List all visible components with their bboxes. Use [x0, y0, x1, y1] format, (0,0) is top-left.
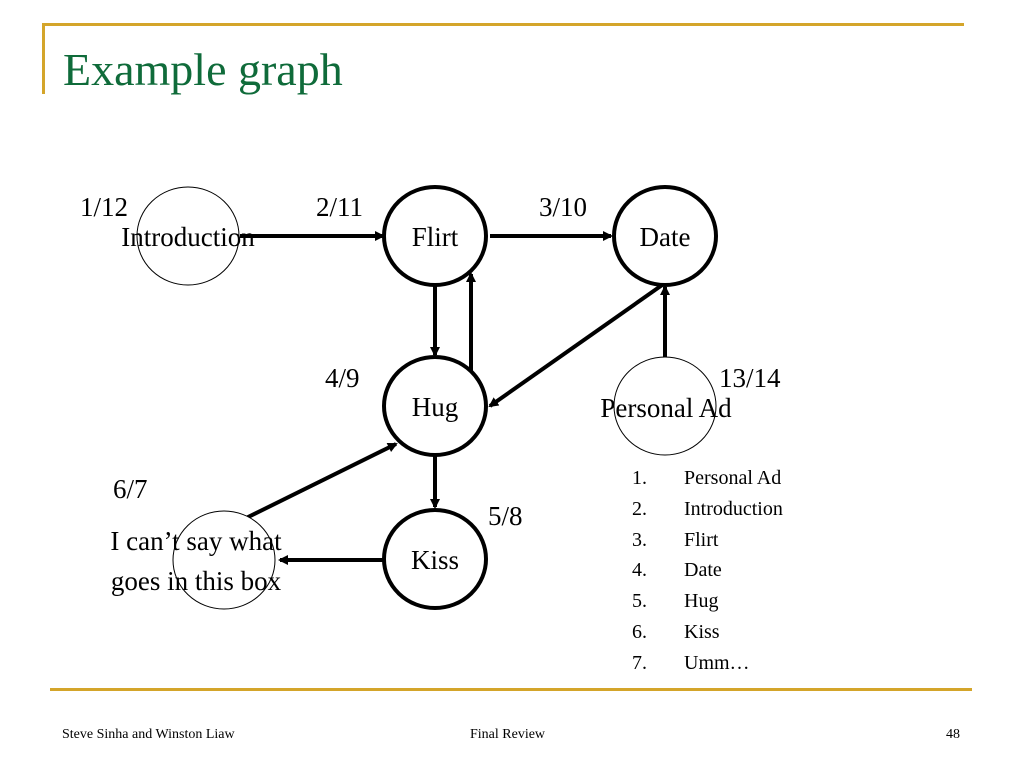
- list-item: 7. Umm…: [632, 648, 783, 679]
- list-item-text: Hug: [684, 590, 719, 613]
- node-personal-ad-label: Personal Ad: [600, 393, 732, 423]
- node-kiss-label: Kiss: [411, 545, 459, 575]
- list-item-number: 7.: [632, 651, 647, 674]
- left-frame-rule: [42, 23, 45, 94]
- list-item-number: 3.: [632, 528, 647, 551]
- list-item-number: 6.: [632, 620, 647, 643]
- node-hug-label: Hug: [412, 392, 459, 422]
- node-secret-label-line2: goes in this box: [111, 566, 282, 596]
- list-item-text: Date: [684, 559, 722, 582]
- list-item: 3. Flirt: [632, 525, 783, 556]
- time-kiss: 5/8: [488, 501, 523, 531]
- ordering-list: 1. Personal Ad 2. Introduction 3. Flirt 4. D…: [632, 463, 783, 679]
- list-item: 1. Personal Ad: [632, 463, 783, 494]
- edge-secret-hug: [229, 442, 398, 528]
- footer-title: Final Review: [470, 727, 546, 742]
- time-introduction: 1/12: [80, 192, 128, 222]
- list-item-number: 1.: [632, 467, 647, 489]
- footer-authors: Steve Sinha and Winston Liaw: [62, 727, 235, 742]
- node-kiss: [382, 508, 488, 610]
- node-secret: [172, 510, 276, 610]
- time-personal-ad: 13/14: [719, 363, 781, 393]
- list-item-number: 4.: [632, 559, 647, 582]
- list-item: 4. Date: [632, 555, 783, 586]
- node-date-label: Date: [640, 222, 691, 252]
- time-secret: 6/7: [113, 474, 148, 504]
- list-item-text: Umm…: [684, 651, 750, 674]
- list-item: 5. Hug: [632, 586, 783, 617]
- list-item-text: Personal Ad: [684, 467, 782, 489]
- list-item: 2. Introduction: [632, 494, 783, 525]
- footer-rule: [50, 688, 972, 691]
- top-frame-rule: [42, 23, 964, 26]
- node-introduction-label: Introduction: [121, 222, 255, 252]
- list-item-number: 2.: [632, 497, 647, 520]
- time-date: 3/10: [539, 192, 587, 222]
- slide-title: Example graph: [63, 44, 343, 95]
- node-date: [612, 185, 718, 287]
- list-item-text: Introduction: [684, 497, 783, 520]
- list-item-text: Kiss: [684, 620, 720, 643]
- page-number: 48: [946, 727, 960, 742]
- list-item-number: 5.: [632, 590, 647, 613]
- node-secret-label-line1: I can’t say what: [110, 526, 282, 556]
- list-item-text: Flirt: [684, 528, 719, 551]
- nodes: [136, 185, 718, 610]
- edge-date-hug: [488, 274, 675, 408]
- edges: [229, 231, 675, 565]
- time-flirt: 2/11: [316, 192, 363, 222]
- time-hug: 4/9: [325, 363, 360, 393]
- node-hug: [382, 355, 488, 457]
- node-flirt-label: Flirt: [412, 222, 459, 252]
- node-flirt: [382, 185, 488, 287]
- list-item: 6. Kiss: [632, 617, 783, 648]
- node-personal-ad: [613, 356, 717, 456]
- node-introduction: [136, 186, 240, 286]
